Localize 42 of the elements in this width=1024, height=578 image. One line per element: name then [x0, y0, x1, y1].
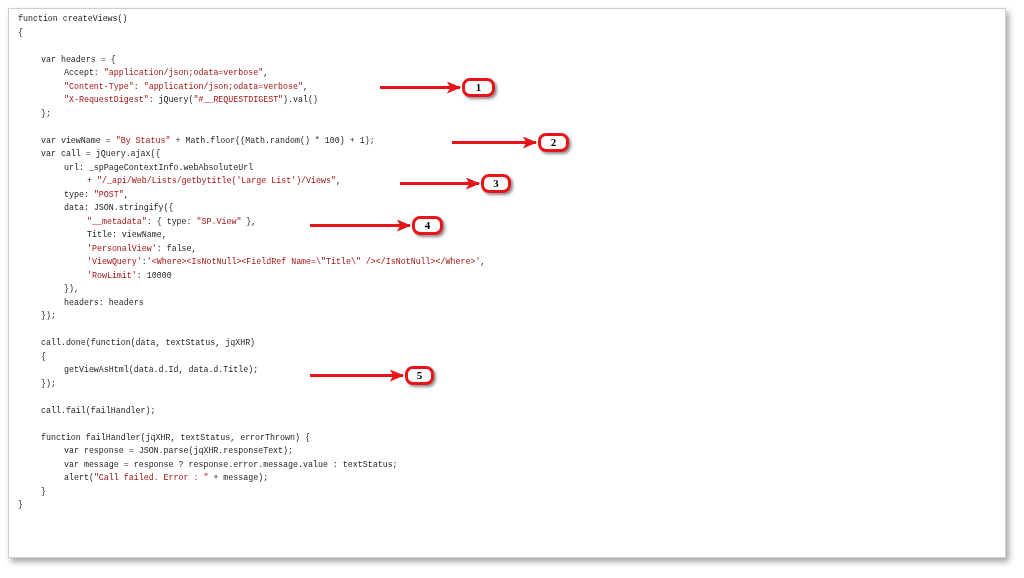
code-line: }); — [41, 377, 56, 390]
code-line: "__metadata": { type: "SP.View" }, — [87, 215, 257, 228]
arrow — [380, 81, 462, 94]
arrow — [310, 369, 405, 382]
code-line: { — [18, 26, 23, 39]
code-line: 'PersonalView': false, — [87, 242, 197, 255]
code-line: 'RowLimit': 10000 — [87, 269, 172, 282]
code-line: call.done(function(data, textStatus, jqXHR) — [41, 337, 256, 349]
callout-number: 1 — [462, 78, 495, 97]
code-line: }; — [41, 107, 51, 120]
code-line: call.fail(failHandler); — [41, 404, 156, 417]
code-line: var viewName = "By Status" + Math.floor((Math.random() * 100) + 1); — [41, 134, 375, 147]
code-line: }); — [41, 310, 56, 322]
callout-number: 4 — [412, 216, 443, 235]
code-line: data: JSON.stringify({ — [64, 202, 174, 214]
code-line: function createViews() — [18, 13, 128, 25]
callout-number: 3 — [481, 174, 511, 193]
code-line: getViewAsHtml(data.d.Id, data.d.Title); — [64, 364, 259, 376]
arrow — [452, 136, 538, 149]
code-line: var message = response ? response.error.message.value : textStatus; — [64, 458, 398, 471]
code-line: function failHandler(jqXHR, textStatus, errorThrown) { — [41, 431, 310, 444]
callout-number: 2 — [538, 133, 569, 152]
code-line: var headers = { — [41, 53, 116, 66]
arrow — [310, 219, 412, 232]
code-line: Accept: "application/json;odata=verbose", — [64, 67, 269, 79]
code-line: } — [18, 499, 23, 511]
code-line: } — [41, 485, 46, 498]
code-line: headers: headers — [64, 296, 144, 309]
code-line: "Content-Type": "application/json;odata=verbose", — [64, 80, 308, 93]
arrow — [400, 177, 481, 190]
code-line: }), — [64, 283, 79, 295]
code-line: { — [41, 350, 46, 363]
code-line: Title: viewName, — [87, 229, 167, 241]
code-line: alert("Call failed. Error : " + message); — [64, 472, 269, 484]
code-line: 'ViewQuery':'<Where><IsNotNull><FieldRef Name=\"Title\" /></IsNotNull></Where>', — [87, 256, 486, 268]
code-line: type: "POST", — [64, 188, 129, 201]
code-line: "X-RequestDigest": jQuery("#__REQUESTDIGEST").val() — [64, 94, 318, 106]
code-line: var response = JSON.parse(jqXHR.responseText); — [64, 445, 294, 457]
code-line: var call = jQuery.ajax({ — [41, 148, 161, 160]
code-line: + "/_api/Web/Lists/getbytitle('Large List')/Views", — [87, 175, 341, 187]
callout-number: 5 — [405, 366, 434, 385]
code-line: url: _spPageContextInfo.webAbsoluteUrl — [64, 161, 254, 174]
